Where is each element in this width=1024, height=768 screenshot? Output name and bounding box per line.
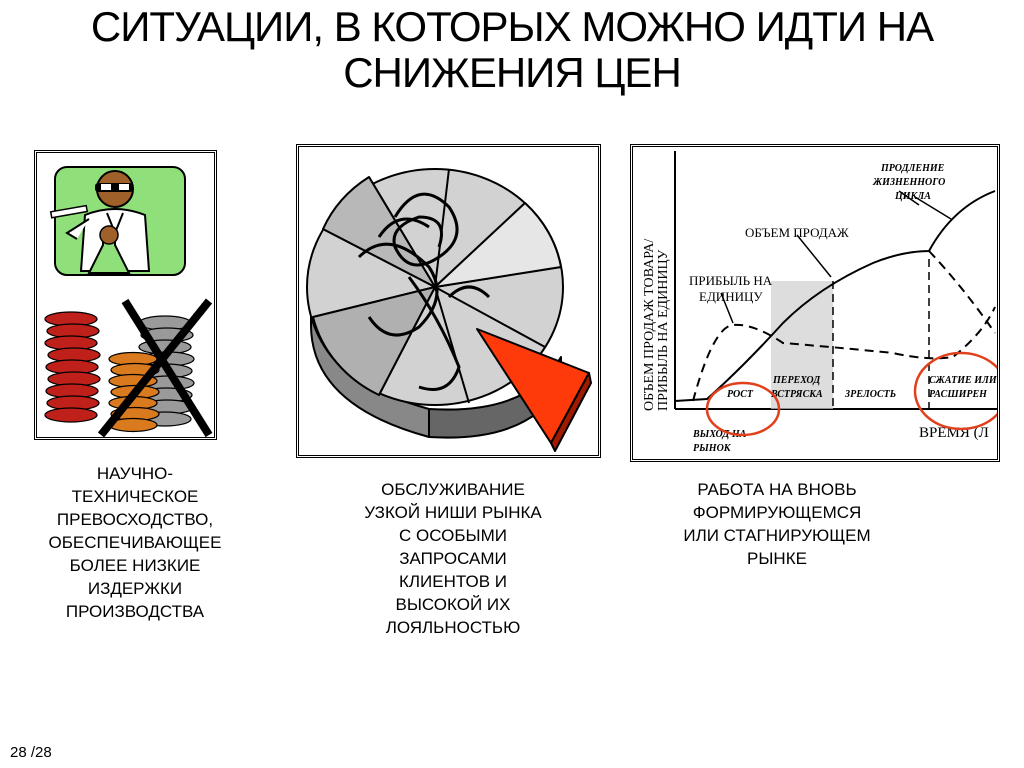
caption-line: ЗАПРОСАМИ — [399, 549, 507, 568]
title-line-2: СНИЖЕНИЯ ЦЕН — [343, 49, 682, 96]
caption-line: ТЕХНИЧЕСКОЕ — [71, 487, 199, 506]
stage-shake-1: ПЕРЕХОД — [772, 375, 821, 386]
stage-decline-2: РАСШИРЕН — [929, 389, 988, 400]
label-profit-1: ПРИБЫЛЬ НА — [689, 273, 773, 288]
caption-line: ОБСЛУЖИВАНИЕ — [381, 480, 525, 499]
caption-line: ЛОЯЛЬНОСТЬЮ — [385, 618, 521, 637]
label-extension-1: ПРОДЛЕНИЕ — [880, 163, 945, 174]
caption-tech-superiority: НАУЧНО- ТЕХНИЧЕСКОЕ ПРЕВОСХОДСТВО, ОБЕСП… — [20, 462, 250, 623]
caption-line: НАУЧНО- — [96, 464, 174, 483]
label-extension-3: ЦИКЛА — [894, 191, 931, 202]
label-extension-2: ЖИЗНЕННОГО — [872, 177, 945, 188]
stage-maturity: ЗРЕЛОСТЬ — [844, 389, 896, 400]
caption-line: БОЛЕЕ НИЗКИЕ — [69, 556, 201, 575]
slide-title: СИТУАЦИИ, В КОТОРЫХ МОЖНО ИДТИ НА СНИЖЕН… — [0, 4, 1024, 96]
caption-line: С ОСОБЫМИ — [399, 526, 507, 545]
stage-entry-1: ВЫХОД НА — [692, 429, 747, 440]
transition-zone — [771, 281, 833, 409]
sales-curve — [674, 190, 996, 402]
scientist-coins-illustration — [34, 150, 217, 440]
pie-niche-illustration — [296, 144, 601, 458]
caption-line: ИЗДЕРЖКИ — [87, 579, 183, 598]
label-sales: ОБЪЕМ ПРОДАЖ — [745, 225, 849, 240]
stage-growth: РОСТ — [727, 389, 754, 400]
caption-line: УЗКОЙ НИШИ РЫНКА — [364, 503, 542, 522]
highlight-decline — [913, 351, 997, 431]
label-profit-2: ЕДИНИЦУ — [699, 289, 763, 304]
caption-line: ИЛИ СТАГНИРУЮЩЕМ — [683, 526, 871, 545]
title-line-1: СИТУАЦИИ, В КОТОРЫХ МОЖНО ИДТИ НА — [90, 3, 934, 50]
stage-shake-2: ВСТРЯСКА — [770, 389, 823, 400]
caption-line: ПРЕВОСХОДСТВО, — [56, 510, 214, 529]
caption-new-market: РАБОТА НА ВНОВЬ ФОРМИРУЮЩЕМСЯ ИЛИ СТАГНИ… — [652, 478, 902, 570]
pie-niche-image — [306, 168, 592, 452]
page-number: 28 /28 — [10, 744, 52, 761]
life-cycle-chart: ОБЪЕМ ПРОДАЖ ТОВАРА/ ПРИБЫЛЬ НА ЕДИНИЦУ … — [630, 144, 1000, 462]
caption-line: РЫНКЕ — [747, 549, 807, 568]
highlight-growth — [705, 381, 781, 437]
caption-line: КЛИЕНТОВ И — [398, 572, 508, 591]
caption-line: ВЫСОКОЙ ИХ — [395, 595, 511, 614]
caption-line: РАБОТА НА ВНОВЬ — [697, 480, 857, 499]
caption-line: ФОРМИРУЮЩЕМСЯ — [692, 503, 862, 522]
stage-entry-2: РЫНОК — [693, 443, 732, 454]
caption-niche-market: ОБСЛУЖИВАНИЕ УЗКОЙ НИШИ РЫНКА С ОСОБЫМИ … — [338, 478, 568, 639]
caption-line: ОБЕСПЕЧИВАЮЩЕЕ — [48, 533, 222, 552]
stage-decline-1: СЖАТИЕ ИЛИ — [929, 375, 997, 386]
life-cycle-plot: ОБЪЕМ ПРОДАЖ ТОВАРА/ ПРИБЫЛЬ НА ЕДИНИЦУ … — [642, 151, 997, 454]
caption-line: ПРОИЗВОДСТВА — [65, 602, 205, 621]
y-axis-label-2: ПРИБЫЛЬ НА ЕДИНИЦУ — [656, 249, 671, 411]
scientist-coins-image — [44, 166, 213, 437]
y-axis-label-1: ОБЪЕМ ПРОДАЖ ТОВАРА/ — [642, 239, 657, 411]
